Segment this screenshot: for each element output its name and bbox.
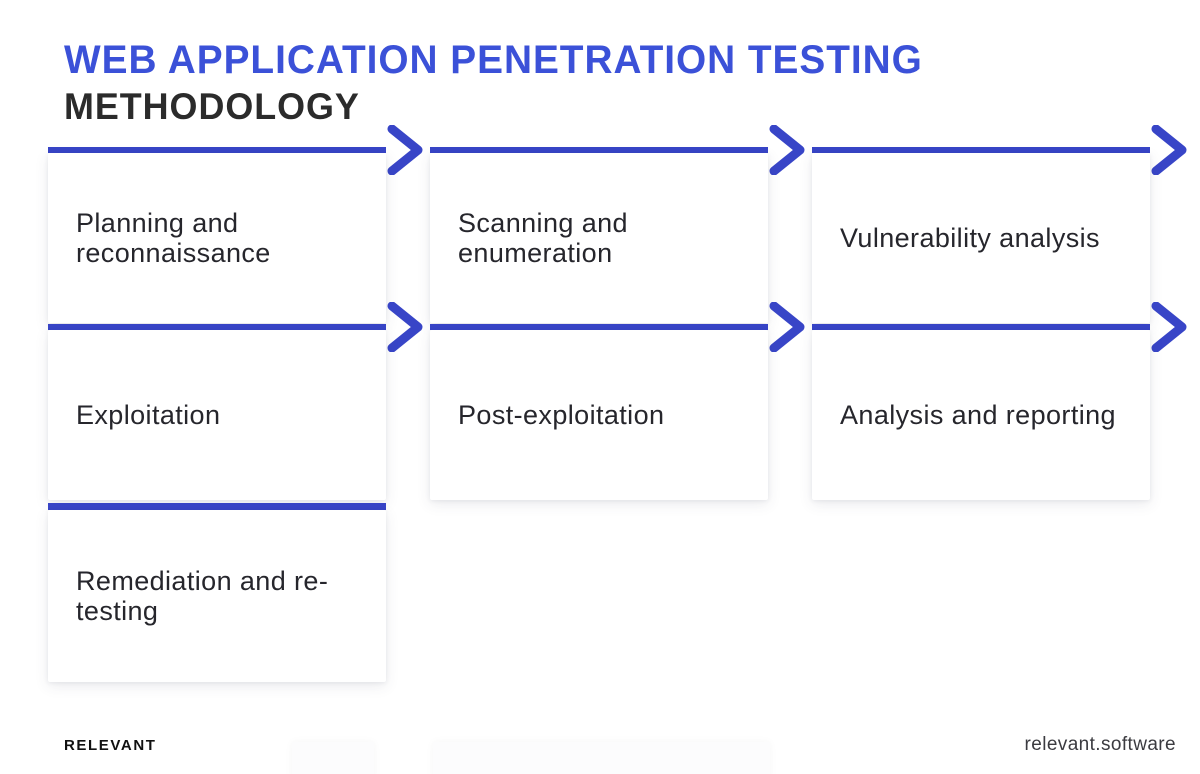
- step-label: Post-exploitation: [458, 400, 665, 430]
- page-subtitle: METHODOLOGY: [64, 86, 360, 127]
- step-label: Exploitation: [76, 400, 221, 430]
- step-label: Analysis and reporting: [840, 400, 1116, 430]
- step-label: Planning and reconnaissance: [76, 208, 271, 268]
- step-card: Scanning and enumeration: [430, 153, 768, 323]
- website-url: relevant.software: [1024, 734, 1176, 755]
- step-card: Planning and reconnaissance: [48, 153, 386, 323]
- cutoff-card-peek: [433, 742, 770, 774]
- step-card: Analysis and reporting: [812, 330, 1150, 500]
- divider-line: [48, 503, 386, 510]
- cutoff-card-peek: [292, 742, 374, 774]
- step-card: Remediation and re-testing: [48, 510, 386, 682]
- step-card: Post-exploitation: [430, 330, 768, 500]
- step-label: Vulnerability analysis: [840, 223, 1100, 253]
- step-label: Scanning and enumeration: [458, 208, 628, 268]
- brand-logo: RELEVANT: [64, 737, 157, 754]
- step-label: Remediation and re-testing: [76, 566, 329, 626]
- step-card: Vulnerability analysis: [812, 153, 1150, 323]
- step-card: Exploitation: [48, 330, 386, 500]
- page-title: WEB APPLICATION PENETRATION TESTING: [64, 38, 923, 82]
